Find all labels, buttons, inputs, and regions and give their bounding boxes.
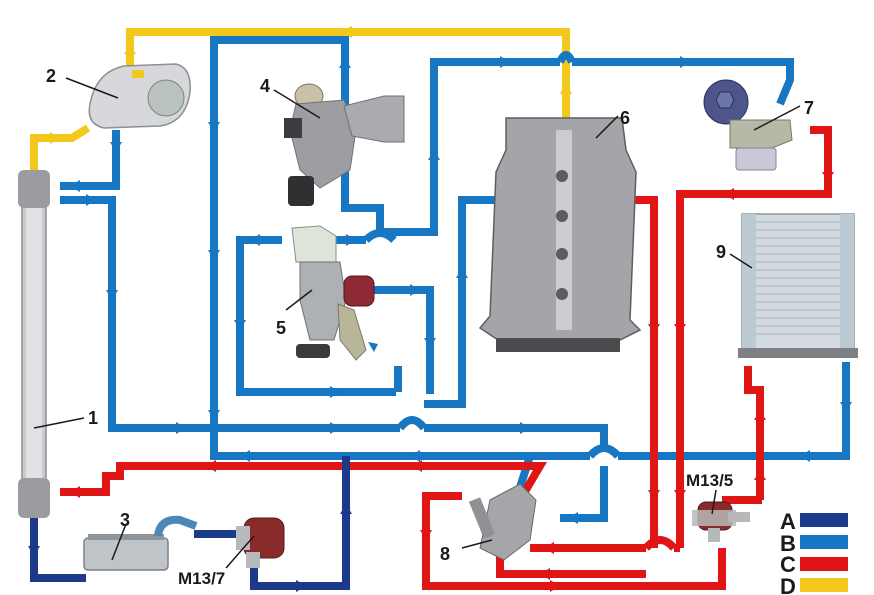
- label-radiator: 1: [88, 408, 98, 428]
- legend-key-c: C: [780, 552, 796, 577]
- legend-item-a: A: [780, 509, 848, 534]
- flow-arrows-d: [42, 26, 572, 144]
- expansion-tank: [88, 63, 191, 129]
- leader-lines: [33, 77, 801, 569]
- engine-block: [478, 117, 642, 352]
- flow-arrows-a: [28, 504, 352, 592]
- label-thermostat: 8: [440, 544, 450, 564]
- radiator: [18, 170, 50, 518]
- legend-swatch-d: [800, 578, 848, 592]
- label-turbocharger: 4: [260, 76, 270, 96]
- flow-arrows-c: [70, 172, 834, 592]
- legend-swatch-b: [800, 535, 848, 549]
- legend-swatch-a: [800, 513, 848, 527]
- legend-key-d: D: [780, 574, 796, 595]
- legend-item-b: B: [780, 531, 848, 556]
- legend-item-d: D: [780, 574, 848, 595]
- label-oil-cooler: 3: [120, 510, 130, 530]
- label-expansion-tank: 2: [46, 66, 56, 86]
- flow-arrows-b: [70, 56, 852, 524]
- legend-item-c: C: [780, 552, 848, 577]
- oil-filter-module: [703, 79, 793, 171]
- label-m13-7: M13/7: [178, 569, 225, 588]
- water-pump: [291, 225, 375, 361]
- aux-pump-m13-5: [692, 501, 750, 542]
- thermostat-housing: [469, 484, 537, 561]
- legend-key-a: A: [780, 509, 796, 534]
- label-engine: 6: [620, 108, 630, 128]
- label-water-pump: 5: [276, 318, 286, 338]
- aux-pump-m13-7: [236, 517, 285, 568]
- line-b-coolant: [60, 36, 850, 522]
- label-heater-core: 9: [716, 242, 726, 262]
- label-oil-filter: 7: [804, 98, 814, 118]
- label-m13-5: M13/5: [686, 471, 733, 490]
- legend: A B C D: [780, 509, 848, 595]
- heater-core: [738, 213, 858, 358]
- oil-cooler: [83, 515, 198, 571]
- legend-key-b: B: [780, 531, 796, 556]
- turbocharger: [284, 83, 405, 206]
- legend-swatch-c: [800, 557, 848, 571]
